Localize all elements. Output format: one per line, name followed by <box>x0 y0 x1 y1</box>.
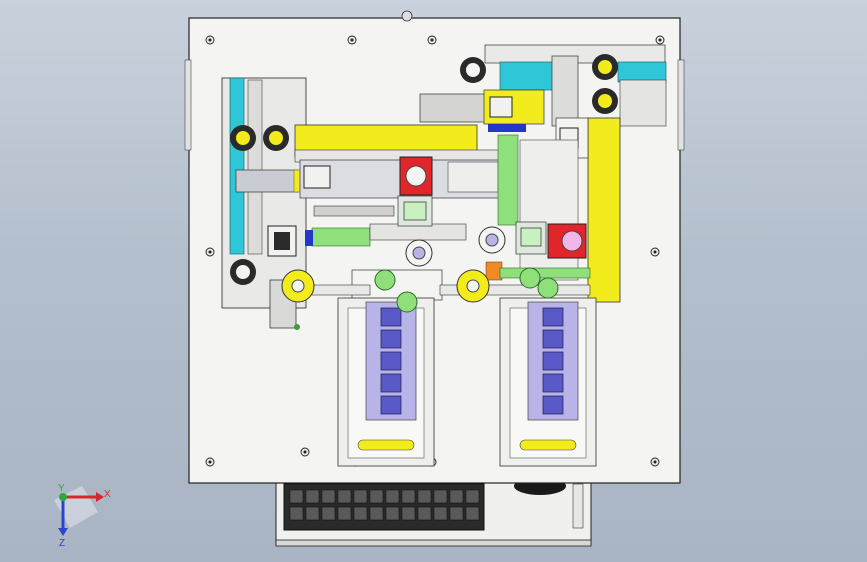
left-tray-cells <box>380 307 402 415</box>
keyboard-keys <box>289 489 480 521</box>
keyboard-key <box>369 489 384 504</box>
keyboard-key <box>449 506 464 521</box>
tray-cell <box>380 307 402 327</box>
keyboard-key <box>401 506 416 521</box>
upper-yellow-beam <box>294 124 506 199</box>
x-axis-label: X <box>104 489 111 500</box>
tray-cell <box>542 307 564 327</box>
tray-cell <box>542 351 564 371</box>
keyboard-key <box>449 489 464 504</box>
right-conveyor-module <box>419 44 667 132</box>
keyboard-key <box>385 506 400 521</box>
keyboard-key <box>305 506 320 521</box>
keyboard <box>283 483 485 531</box>
tray-cell <box>542 329 564 349</box>
keyboard-key <box>465 506 480 521</box>
keyboard-key <box>417 506 432 521</box>
tray-cell <box>380 329 402 349</box>
drawer-assembly <box>275 477 592 547</box>
keyboard-key <box>353 489 368 504</box>
keyboard-key <box>321 489 336 504</box>
right-tray <box>456 267 597 467</box>
keyboard-key <box>321 506 336 521</box>
keyboard-key <box>305 489 320 504</box>
keyboard-key <box>417 489 432 504</box>
coordinate-triad: X Y Z <box>54 483 111 549</box>
keyboard-key <box>369 506 384 521</box>
y-axis-arrow <box>59 493 67 501</box>
left-conveyor-module <box>221 77 307 330</box>
central-mechanism <box>291 195 506 301</box>
tray-cell <box>542 395 564 415</box>
keyboard-key <box>289 506 304 521</box>
keyboard-key <box>433 489 448 504</box>
keyboard-key <box>289 489 304 504</box>
right-tray-cells <box>542 307 564 415</box>
keyboard-key <box>337 506 352 521</box>
tray-cell <box>380 395 402 415</box>
keyboard-key <box>385 489 400 504</box>
left-tray <box>281 269 435 467</box>
y-axis-label: Y <box>58 483 65 494</box>
tray-cell <box>380 351 402 371</box>
z-axis-label: Z <box>59 538 65 549</box>
tray-cell <box>542 373 564 393</box>
keyboard-key <box>353 506 368 521</box>
right-yellow-beam <box>439 117 621 303</box>
keyboard-key <box>337 489 352 504</box>
keyboard-key <box>433 506 448 521</box>
keyboard-key <box>401 489 416 504</box>
keyboard-key <box>465 489 480 504</box>
tray-cell <box>380 373 402 393</box>
